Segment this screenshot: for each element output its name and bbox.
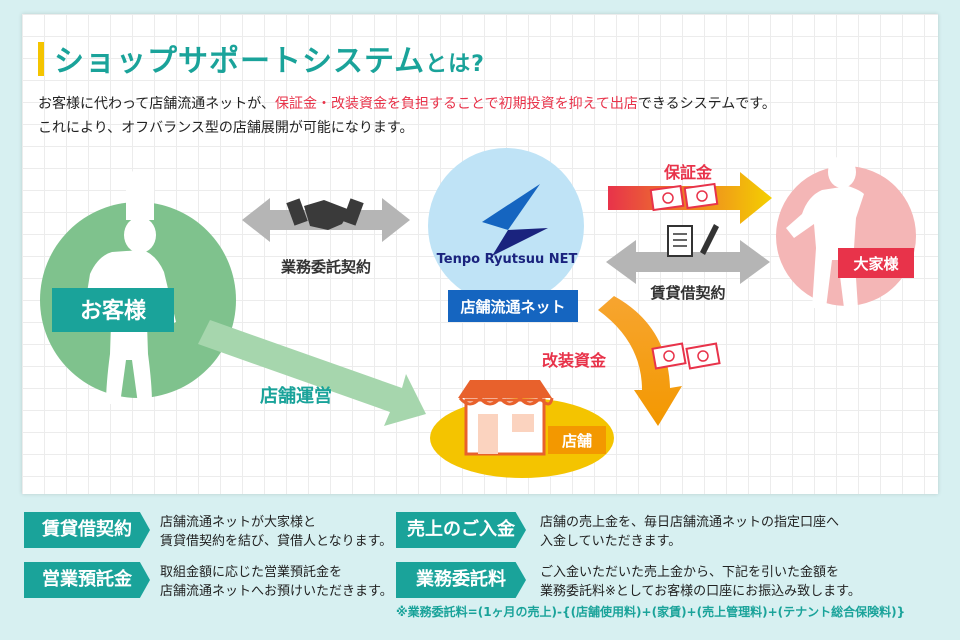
money-icon-2 bbox=[651, 342, 721, 370]
renovation-fund-label: 改装資金 bbox=[542, 351, 607, 370]
legend-desc-fee: ご入金いただいた売上金から、下記を引いた金額を 業務委託料※としてお客様の口座に… bbox=[540, 563, 861, 601]
store-label: 店舗 bbox=[562, 432, 592, 450]
legend-desc-lease-1: 店舗流通ネットが大家様と bbox=[160, 515, 317, 530]
legend-desc-sales-2: 入金していただきます。 bbox=[540, 534, 682, 549]
legend-desc-fee-2: 業務委託料※としてお客様の口座にお振込み致します。 bbox=[540, 584, 861, 599]
store-operation-arrow bbox=[198, 320, 426, 426]
legend-desc-deposit-2: 店舗流通ネットへお預けいただきます。 bbox=[160, 584, 393, 599]
lease-contract-arrow bbox=[606, 240, 770, 284]
intro-highlight: 保証金・改装資金を負担することで初期投資を抑えて出店 bbox=[275, 96, 638, 112]
company-label-box bbox=[448, 290, 578, 322]
business-contract-label: 業務委託契約 bbox=[280, 258, 371, 276]
legend-desc-lease-2: 賃貸借契約を結び、貸借人となります。 bbox=[160, 534, 393, 549]
intro-line-2: これにより、オフバランス型の店舗展開が可能になります。 bbox=[38, 120, 414, 136]
company-label: 店舗流通ネット bbox=[460, 298, 565, 316]
intro-line1-b: できるシステムです。 bbox=[637, 96, 776, 112]
handshake-icon bbox=[286, 198, 364, 230]
legend-desc-deposit-1: 取組金額に応じた営業預託金を bbox=[160, 565, 343, 580]
money-icon bbox=[649, 182, 719, 212]
landlord-label: 大家様 bbox=[853, 255, 899, 273]
title-suffix: とは? bbox=[425, 52, 485, 77]
company-logo-icon bbox=[482, 184, 548, 256]
legend-label-fee: 業務委託料 bbox=[396, 562, 526, 598]
customer-label-box bbox=[52, 288, 174, 332]
legend-desc-deposit: 取組金額に応じた営業預託金を 店舗流通ネットへお預けいただきます。 bbox=[160, 563, 393, 601]
legend-label-lease: 賃貸借契約 bbox=[24, 512, 150, 548]
deposit-label: 保証金 bbox=[663, 163, 713, 182]
lease-contract-label: 賃貸借契約 bbox=[649, 284, 725, 302]
legend-desc-lease: 店舗流通ネットが大家様と 賃貸借契約を結び、貸借人となります。 bbox=[160, 513, 392, 551]
store-operation-label: 店舗運営 bbox=[260, 385, 332, 407]
legend-label-sales: 売上のご入金 bbox=[396, 512, 526, 548]
company-logo-text: Tenpo Ryutsuu NET bbox=[437, 252, 578, 267]
intro-text: お客様に代わって店舗流通ネットが、保証金・改装資金を負担することで初期投資を抑え… bbox=[38, 92, 776, 140]
fee-footnote: ※業務委託料=(1ヶ月の売上)-{(店舗使用料)+(家賃)+(売上管理料)+(テ… bbox=[396, 605, 906, 619]
title-main: ショップサポートシステム bbox=[54, 44, 426, 79]
landlord-label-box bbox=[838, 248, 914, 278]
intro-line-1: お客様に代わって店舗流通ネットが、保証金・改装資金を負担することで初期投資を抑え… bbox=[38, 92, 776, 116]
title-accent-bar bbox=[38, 42, 44, 76]
legend-label-deposit: 営業預託金 bbox=[24, 562, 150, 598]
store-icon bbox=[458, 380, 554, 456]
store-label-box bbox=[548, 426, 606, 454]
document-pen-icon bbox=[667, 224, 719, 257]
page-title: ショップサポートシステムとは? bbox=[54, 36, 485, 80]
intro-line1-a: お客様に代わって店舗流通ネットが、 bbox=[38, 96, 276, 112]
renovation-fund-arrow bbox=[598, 296, 682, 426]
legend-desc-fee-1: ご入金いただいた売上金から、下記を引いた金額を bbox=[540, 565, 840, 580]
legend-desc-sales-1: 店舗の売上金を、毎日店舗流通ネットの指定口座へ bbox=[540, 515, 840, 530]
customer-label: お客様 bbox=[80, 298, 147, 324]
legend-desc-sales: 店舗の売上金を、毎日店舗流通ネットの指定口座へ 入金していただきます。 bbox=[540, 513, 839, 551]
